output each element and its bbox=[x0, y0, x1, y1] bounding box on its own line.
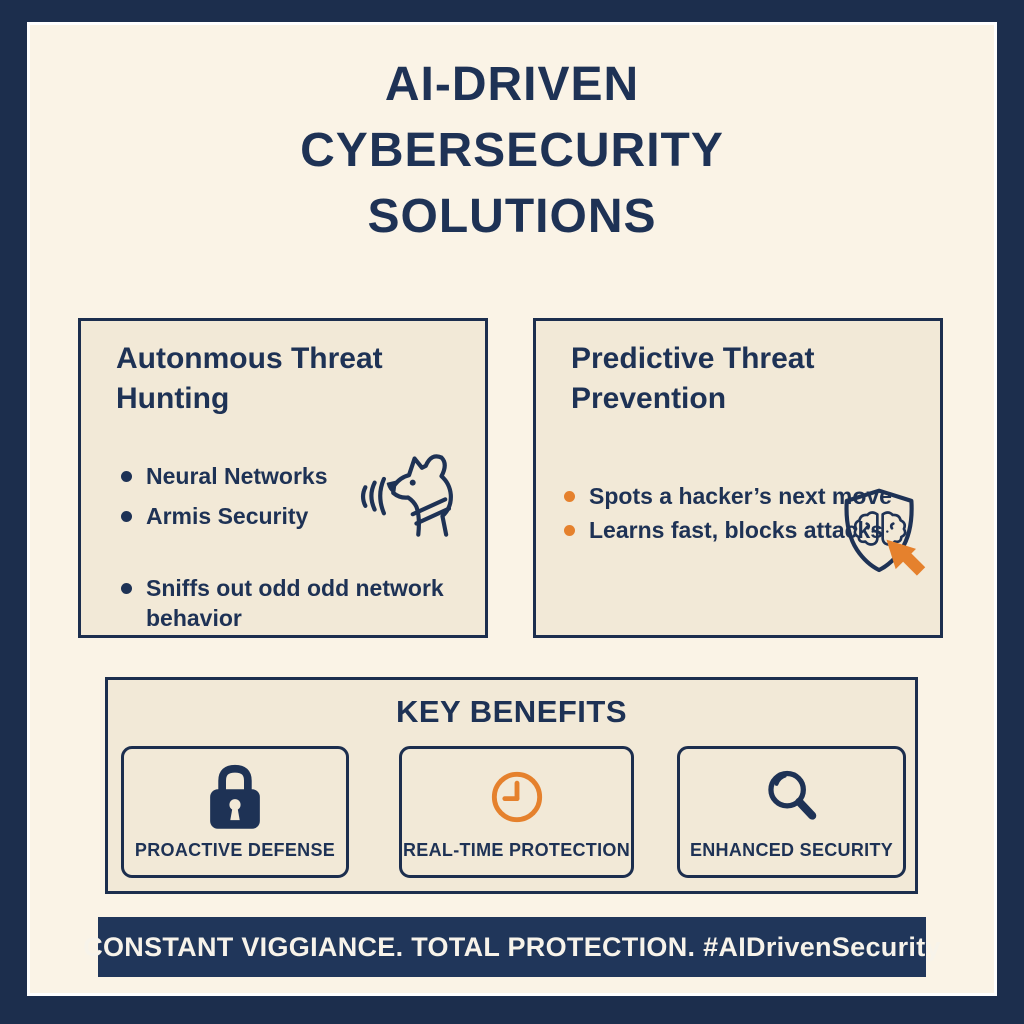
footer-banner-text: CONSTANT VIGGIANCE. TOTAL PROTECTION. #A… bbox=[83, 931, 941, 962]
bullet-dot bbox=[121, 471, 132, 482]
bullet-list: Sniffs out odd odd network behavior bbox=[121, 573, 451, 633]
bullet-text: Neural Networks bbox=[146, 463, 328, 489]
bullet-text: Sniffs out odd odd network behavior bbox=[146, 575, 444, 631]
page-title: AI-DRIVEN CYBERSECURITY SOLUTIONS bbox=[0, 52, 1024, 250]
card-title: Autonmous Threat Hunting bbox=[116, 342, 383, 415]
key-benefits-section: KEY BENEFITS PROACTIVE DEFENSE bbox=[105, 677, 918, 894]
bullet-list: Neural Networks Armis Security bbox=[121, 461, 328, 531]
cursor-icon bbox=[886, 539, 926, 576]
bullet-item: Neural Networks bbox=[121, 461, 328, 491]
bullet-dot bbox=[564, 491, 575, 502]
benefit-proactive-defense: PROACTIVE DEFENSE bbox=[121, 746, 349, 878]
bullet-text: Armis Security bbox=[146, 503, 309, 529]
page-title-line-2: CYBERSECURITY bbox=[300, 124, 724, 177]
key-benefits-title: KEY BENEFITS bbox=[395, 694, 628, 729]
bullet-dot bbox=[564, 525, 575, 536]
benefit-label: ENHANCED SECURITY bbox=[689, 840, 894, 860]
bullet-item: Sniffs out odd odd network behavior bbox=[121, 573, 451, 633]
benefit-label: PROACTIVE DEFENSE bbox=[134, 840, 336, 860]
footer-banner: CONSTANT VIGGIANCE. TOTAL PROTECTION. #A… bbox=[83, 917, 941, 977]
card-autonomous-threat-hunting: Autonmous Threat Hunting Neural Networks… bbox=[78, 318, 488, 638]
bullet-text: Spots a hacker’s next move bbox=[589, 483, 892, 509]
page-title-line-3: SOLUTIONS bbox=[367, 190, 657, 243]
shield-brain-cursor-icon bbox=[832, 483, 928, 587]
bullet-dot bbox=[121, 511, 132, 522]
card-predictive-threat-prevention: Predictive Threat Prevention Spots a hac… bbox=[533, 318, 943, 638]
bullet-dot bbox=[121, 583, 132, 594]
card-title: Predictive Threat Prevention bbox=[571, 342, 815, 415]
bullet-item: Armis Security bbox=[121, 501, 328, 531]
benefit-real-time-protection: REAL-TIME PROTECTION bbox=[399, 746, 634, 878]
page-title-line-1: AI-DRIVEN bbox=[384, 58, 640, 111]
bullet-text: Learns fast, blocks attacks bbox=[589, 517, 884, 543]
bullet-item: Learns fast, blocks attacks bbox=[564, 515, 894, 545]
benefit-enhanced-security: ENHANCED SECURITY bbox=[677, 746, 906, 878]
bullet-item: Spots a hacker’s next move bbox=[564, 481, 894, 511]
clock-icon bbox=[483, 761, 551, 833]
bullet-list: Spots a hacker’s next move Learns fast, … bbox=[564, 481, 894, 545]
lock-icon bbox=[204, 761, 266, 833]
magnifier-icon bbox=[758, 761, 826, 833]
benefit-label: REAL-TIME PROTECTION bbox=[403, 840, 630, 860]
dog-sniffing-icon bbox=[357, 443, 461, 539]
